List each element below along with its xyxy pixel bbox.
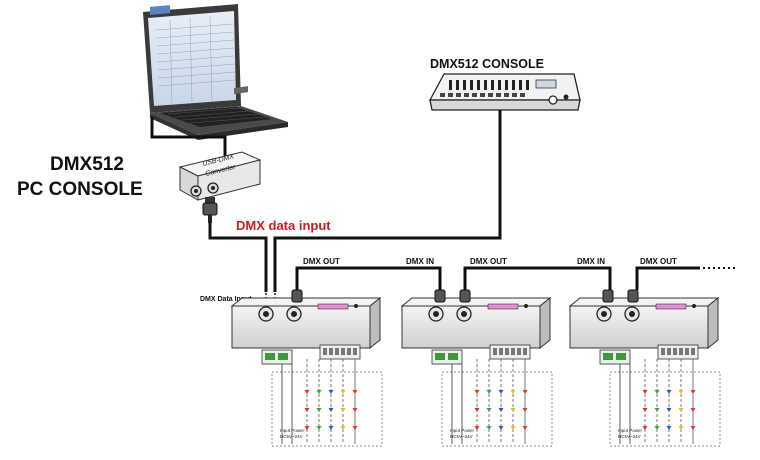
- led-icon: [486, 426, 492, 430]
- led-icon: [642, 426, 648, 430]
- led-icon: [486, 390, 492, 394]
- led-icon: [678, 408, 684, 412]
- led-icon: [316, 408, 322, 412]
- xlr-plug-icon: [434, 289, 446, 303]
- power-range-label: DC5V~24V: [280, 434, 303, 439]
- power-range-label: DC5V~24V: [450, 434, 473, 439]
- pc-console-title-line2: PC CONSOLE: [17, 179, 143, 200]
- led-icon: [352, 408, 358, 412]
- led-icon: [666, 426, 672, 430]
- led-icon: [642, 408, 648, 412]
- dmx-in-label-1: DMX IN: [406, 257, 434, 266]
- dmx-out-label-3: DMX OUT: [640, 257, 677, 266]
- led-icon: [304, 426, 310, 430]
- chain-cable-1: [295, 266, 442, 290]
- usb-cable: [150, 117, 227, 162]
- led-icon: [666, 390, 672, 394]
- led-icon: [340, 408, 346, 412]
- led-icon: [654, 408, 660, 412]
- led-icon: [522, 426, 528, 430]
- led-icon: [328, 426, 334, 430]
- chain-cable-3: [635, 266, 700, 290]
- led-icon: [690, 390, 696, 394]
- console-dmx-cable: [273, 110, 502, 292]
- laptop-icon: [143, 4, 288, 140]
- led-icon: [690, 408, 696, 412]
- dmx-in-label-2: DMX IN: [577, 257, 605, 266]
- converter-dmx-cable: [208, 223, 268, 292]
- led-icon: [474, 408, 480, 412]
- chain-cable-2: [463, 266, 612, 290]
- dmx-out-label-1: DMX OUT: [303, 257, 340, 266]
- led-icon: [328, 390, 334, 394]
- led-icon: [498, 426, 504, 430]
- led-icon: [340, 426, 346, 430]
- led-icon: [352, 426, 358, 430]
- led-icon: [304, 390, 310, 394]
- led-icon: [474, 390, 480, 394]
- led-icon: [654, 426, 660, 430]
- usb-dmx-converter: USB-DMX Converter: [178, 151, 262, 201]
- xlr-plug-icon: [291, 289, 303, 303]
- address-label: [317, 303, 349, 310]
- led-icon: [654, 390, 660, 394]
- led-icon: [666, 408, 672, 412]
- xlr-plug-icon: [602, 289, 614, 303]
- input-power-label: Input Power: [450, 428, 475, 433]
- led-icon: [690, 426, 696, 430]
- address-label: [655, 303, 687, 310]
- led-icon: [510, 408, 516, 412]
- led-icon: [328, 408, 334, 412]
- input-power-label: Input Power: [618, 428, 643, 433]
- led-icon: [316, 390, 322, 394]
- led-icon: [522, 390, 528, 394]
- xlr-plug-icon: [459, 289, 471, 303]
- dmx-data-input-small-label: DMX Data Input: [200, 296, 252, 303]
- led-icon: [486, 408, 492, 412]
- dmx-data-input-label: DMX data input: [236, 218, 331, 233]
- input-power-label: Input Power: [280, 428, 305, 433]
- led-icon: [304, 408, 310, 412]
- power-range-label: DC5V~24V: [618, 434, 641, 439]
- dmx-console-title: DMX512 CONSOLE: [430, 57, 544, 71]
- address-label: [487, 303, 519, 310]
- led-icon: [316, 426, 322, 430]
- led-icon: [522, 408, 528, 412]
- led-icon: [498, 408, 504, 412]
- dmx512-console-device: [428, 73, 581, 111]
- led-icon: [474, 426, 480, 430]
- pc-console-title-line1: DMX512: [50, 154, 124, 175]
- led-icon: [352, 390, 358, 394]
- led-icon: [642, 390, 648, 394]
- dmx-out-label-2: DMX OUT: [470, 257, 507, 266]
- led-icon: [510, 426, 516, 430]
- xlr-plug-icon: [202, 197, 218, 223]
- led-icon: [510, 390, 516, 394]
- led-icon: [678, 426, 684, 430]
- led-icon: [340, 390, 346, 394]
- xlr-plug-icon: [627, 289, 639, 303]
- led-icon: [498, 390, 504, 394]
- led-icon: [678, 390, 684, 394]
